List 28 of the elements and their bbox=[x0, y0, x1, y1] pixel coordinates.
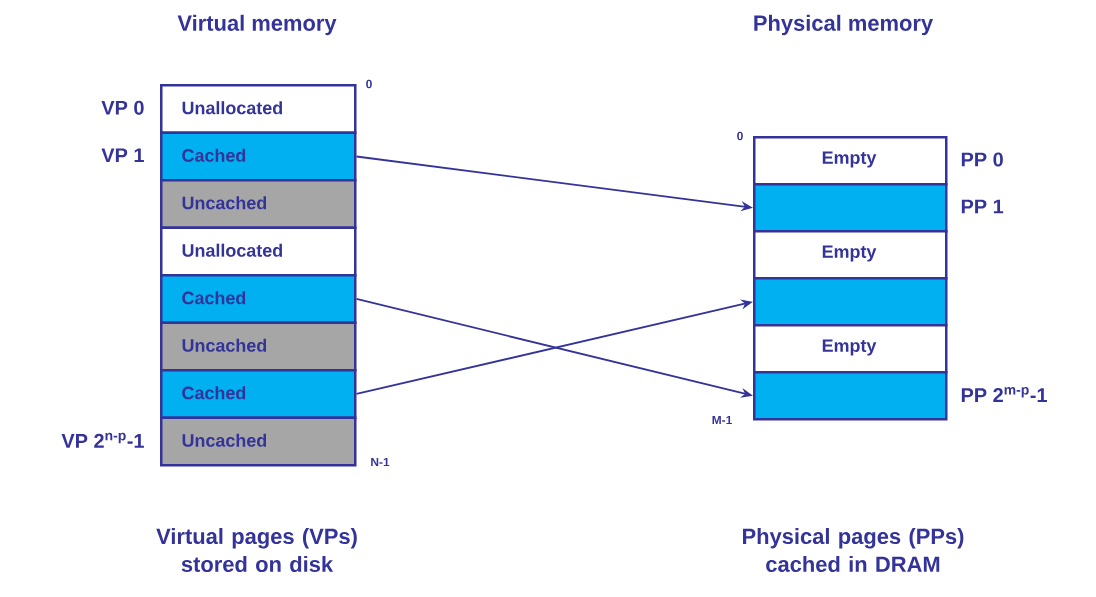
memory-page-cell: Unallocated bbox=[160, 84, 357, 134]
memory-page-cell: Uncached bbox=[160, 416, 357, 467]
memory-page-cell: Cached bbox=[160, 131, 357, 182]
row-label: VP 0 bbox=[101, 100, 144, 115]
row-label: VP 1 bbox=[101, 148, 144, 163]
memory-page-cell: Unallocated bbox=[160, 226, 357, 277]
memory-page-cell: Empty bbox=[753, 230, 948, 280]
row-label: PP 1 bbox=[961, 199, 1004, 214]
memory-page-cell: Empty bbox=[753, 324, 948, 374]
address-label: N-1 bbox=[371, 457, 390, 467]
row-label: PP 0 bbox=[961, 152, 1003, 167]
caption: Virtual pages (VPs) stored on disk bbox=[156, 528, 357, 572]
heading: Virtual memory bbox=[177, 14, 337, 36]
heading: Physical memory bbox=[754, 14, 933, 36]
memory-page-box bbox=[753, 371, 948, 421]
address-label: 0 bbox=[737, 131, 743, 141]
memory-page-box bbox=[753, 277, 948, 327]
address-label: 0 bbox=[366, 79, 372, 89]
row-label: PP 2$^{m-p}$-1 bbox=[961, 387, 1047, 402]
memory-page-cell: Cached bbox=[160, 369, 357, 419]
memory-page-cell: Empty bbox=[753, 136, 948, 186]
caption: Physical pages (PPs) cached in DRAM bbox=[743, 528, 964, 572]
memory-page-box bbox=[753, 183, 948, 233]
address-label: M-1 bbox=[712, 415, 732, 425]
row-label: VP 2$^{n-p}$-1 bbox=[61, 432, 144, 448]
memory-page-cell: Cached bbox=[160, 274, 357, 324]
memory-page-cell: Uncached bbox=[160, 179, 357, 229]
memory-page-cell: Uncached bbox=[160, 321, 357, 372]
